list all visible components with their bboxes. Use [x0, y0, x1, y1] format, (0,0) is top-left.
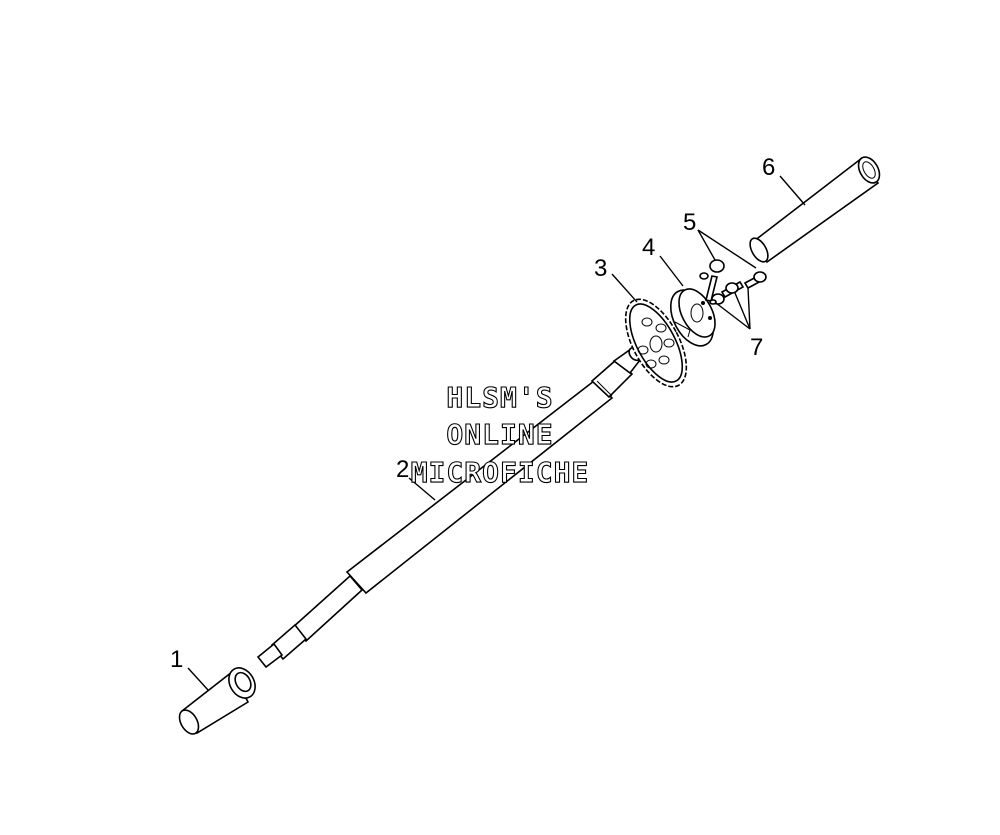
callout-3: 3	[594, 255, 607, 282]
left-bushing	[178, 667, 256, 735]
watermark: HLSM'S ONLINE MICROFICHE	[410, 380, 590, 489]
sprocket	[624, 298, 688, 388]
watermark-line-3: MICROFICHE	[411, 456, 590, 489]
bolts-and-nuts	[699, 259, 767, 305]
callout-5: 5	[683, 209, 696, 236]
watermark-line-1: HLSM'S	[446, 381, 553, 414]
callout-1: 1	[170, 646, 183, 673]
right-tube	[749, 156, 881, 264]
callout-7: 7	[750, 334, 763, 361]
sprocket-hub	[669, 288, 716, 347]
callout-4: 4	[642, 234, 655, 261]
callout-2: 2	[396, 456, 409, 483]
callout-6: 6	[762, 154, 775, 181]
leader-lines	[187, 175, 806, 691]
axle-shaft	[256, 346, 642, 669]
watermark-line-2: ONLINE	[446, 418, 553, 451]
